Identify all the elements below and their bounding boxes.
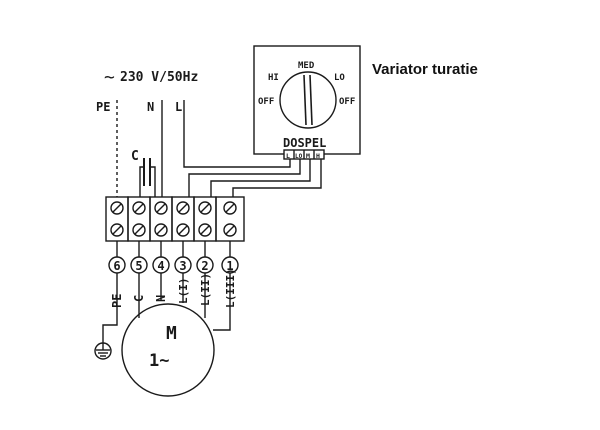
terminal-number-circles <box>108 256 239 274</box>
switch-pos-med: MED <box>298 61 315 71</box>
switch-box <box>253 45 361 155</box>
switch-brand: DOSPEL <box>283 136 326 150</box>
pe-ground-wire <box>102 273 118 343</box>
terminal-number-5: 5 <box>135 259 142 273</box>
motor <box>121 303 215 397</box>
motor-phase: 1~ <box>149 351 169 371</box>
switch-terminal-lo: LO <box>295 153 303 160</box>
diagram-caption: Variator turatie <box>372 61 478 78</box>
switch-terminal-h: H <box>316 152 320 160</box>
l-supply-wire <box>183 100 291 168</box>
supply-l-label: L <box>175 100 182 114</box>
supply-n-label: N <box>147 100 154 114</box>
ground-icon <box>94 342 112 360</box>
terminal-screws <box>110 201 237 237</box>
switch-pos-off-right: OFF <box>339 97 355 107</box>
motor-letter: M <box>166 323 177 344</box>
terminal-number-1: 1 <box>226 259 233 273</box>
wire-lo-to-3 <box>188 159 301 197</box>
wire-m-to-2 <box>210 159 311 197</box>
supply-tilde: ~ <box>104 67 115 88</box>
switch-terminal-l: L <box>286 152 290 160</box>
wire-h-to-1 <box>232 159 322 197</box>
supply-voltage-label: 230 V/50Hz <box>120 70 198 85</box>
terminal-block <box>105 196 245 242</box>
terminal-number-2: 2 <box>201 259 208 273</box>
terminal-number-6: 6 <box>113 259 120 273</box>
switch-pos-off-left: OFF <box>258 97 274 107</box>
capacitor-label: C <box>131 149 139 164</box>
switch-pos-hi: HI <box>268 73 279 83</box>
capacitor <box>139 158 156 197</box>
switch-terminal-m: M <box>306 152 310 160</box>
switch-knob[interactable] <box>279 71 337 129</box>
switch-knob-indicator <box>303 74 307 126</box>
terminal-number-3: 3 <box>179 259 186 273</box>
supply-pe-label: PE <box>96 100 110 114</box>
switch-pos-lo: LO <box>334 73 345 83</box>
terminal-number-4: 4 <box>157 259 164 273</box>
